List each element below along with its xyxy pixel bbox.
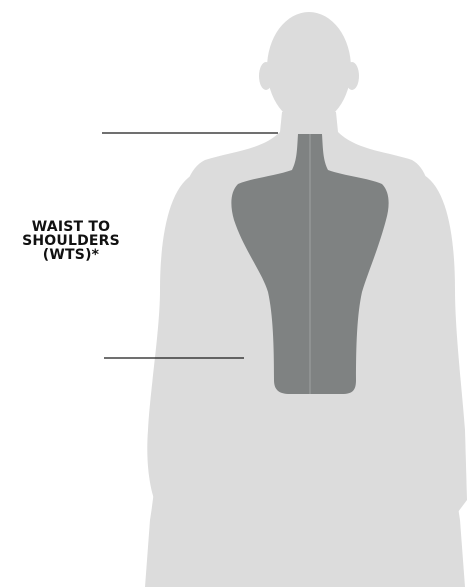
left-ear <box>259 62 273 90</box>
label-line-3: (WTS)* <box>6 248 136 262</box>
right-ear <box>345 62 359 90</box>
head <box>267 12 351 124</box>
label-line-1: WAIST TO <box>6 220 136 234</box>
wts-measurement-label: WAIST TO SHOULDERS (WTS)* <box>6 220 136 262</box>
label-line-2: SHOULDERS <box>6 234 136 248</box>
